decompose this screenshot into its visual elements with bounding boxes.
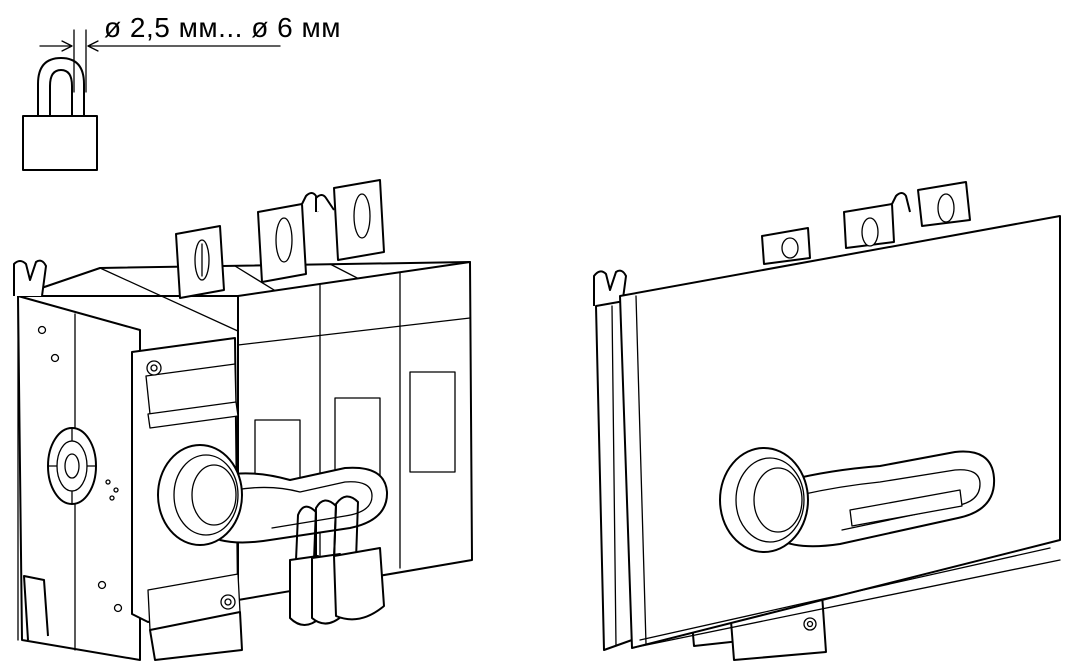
padlocks-on-handle xyxy=(289,495,385,626)
padlock-dimension xyxy=(39,29,281,93)
door-handle xyxy=(719,447,996,553)
shackle-diameter-label: ø 2,5 мм... ø 6 мм xyxy=(104,12,341,43)
rotary-handle xyxy=(157,444,389,546)
terminal-1 xyxy=(175,225,225,299)
switch-right xyxy=(593,181,1061,661)
terminal-3 xyxy=(315,179,385,261)
terminal-2 xyxy=(257,192,319,283)
padlock-icon xyxy=(22,57,98,171)
switch-left xyxy=(13,179,473,661)
spline-coupling xyxy=(47,427,97,505)
